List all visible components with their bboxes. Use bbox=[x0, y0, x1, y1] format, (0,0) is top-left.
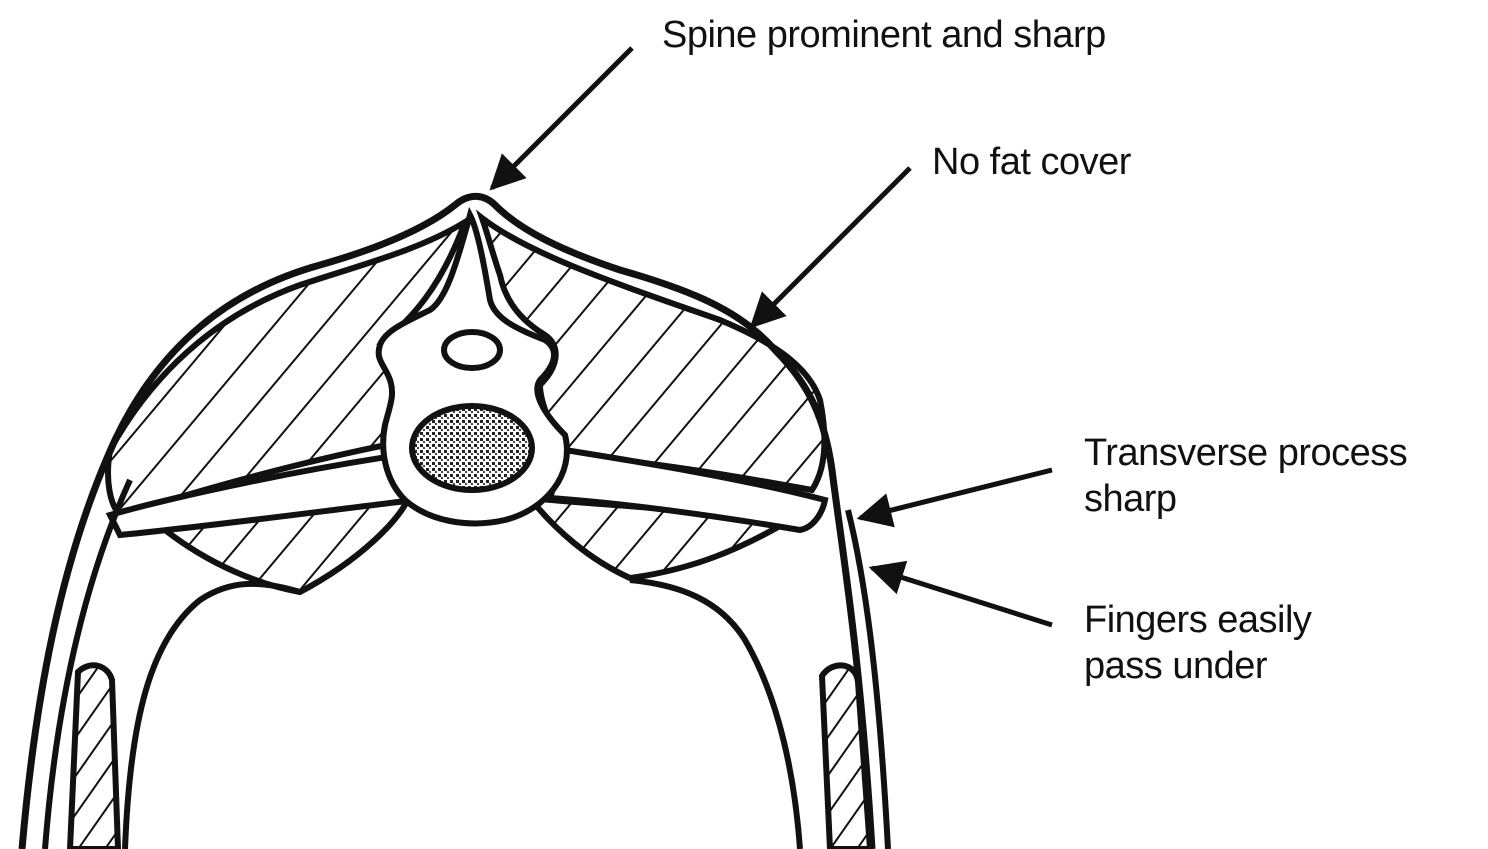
label-transverse-process: Transverse process sharp bbox=[1084, 430, 1407, 522]
arrow-transverse bbox=[860, 470, 1052, 518]
inner-cavity-left bbox=[125, 584, 300, 849]
label-transverse-line1: Transverse process bbox=[1084, 430, 1407, 476]
left-rib bbox=[70, 665, 118, 849]
label-fingers-line2: pass under bbox=[1084, 643, 1311, 689]
arrow-fingers bbox=[872, 568, 1052, 625]
arrow-fat bbox=[752, 168, 910, 326]
label-spine-prominent: Spine prominent and sharp bbox=[662, 12, 1106, 58]
arrow-spine bbox=[492, 48, 632, 188]
label-fingers-pass-under: Fingers easily pass under bbox=[1084, 597, 1311, 689]
vertebral-foramen bbox=[444, 332, 500, 368]
spinal-cord-stippled bbox=[412, 406, 532, 490]
label-fingers-line1: Fingers easily bbox=[1084, 597, 1311, 643]
label-no-fat-cover: No fat cover bbox=[932, 139, 1131, 185]
label-transverse-line2: sharp bbox=[1084, 476, 1407, 522]
inner-cavity-right bbox=[630, 580, 800, 849]
